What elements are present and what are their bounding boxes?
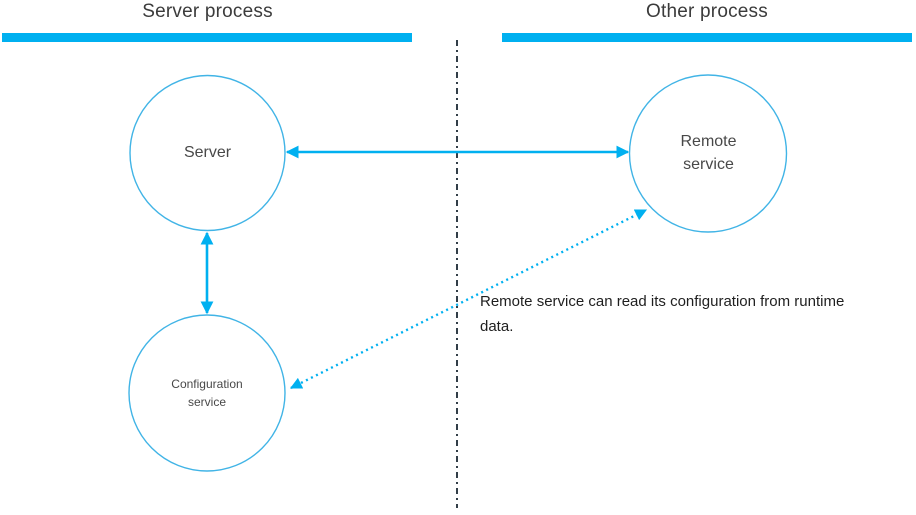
server-process-bar: [2, 33, 412, 42]
server-circle: [129, 74, 286, 232]
remote-service-circle: [628, 74, 788, 233]
other-process-bar: [502, 33, 912, 42]
other-process-title: Other process: [646, 1, 768, 22]
configuration-service-circle: [128, 314, 286, 472]
server-process-title: Server process: [142, 1, 273, 22]
remote-service-annotation: Remote service can read its configuratio…: [480, 293, 845, 335]
configuration-remote-dotted-arrow: [289, 208, 648, 390]
